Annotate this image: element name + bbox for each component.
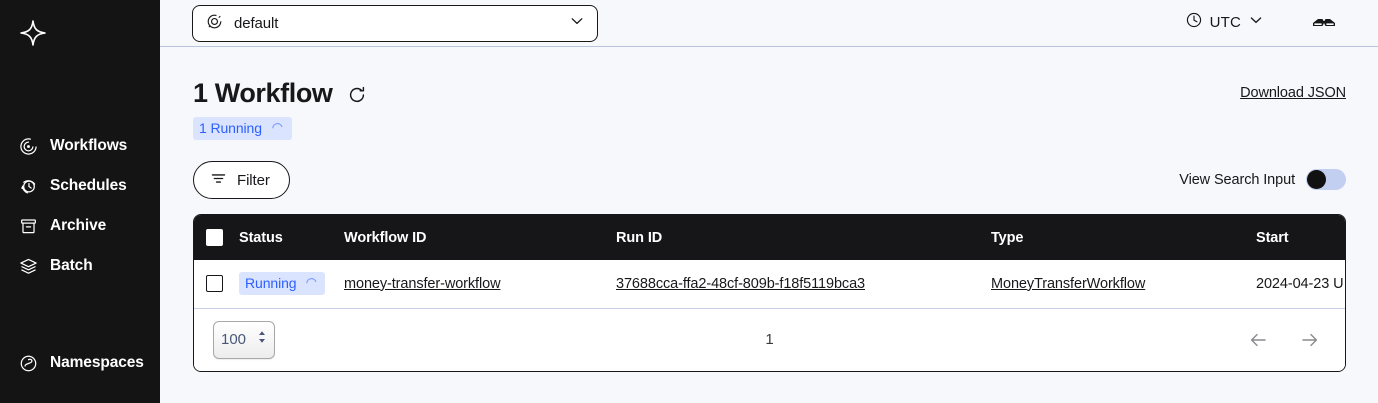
column-header-status[interactable]: Status	[239, 229, 283, 246]
workflows-icon	[18, 136, 38, 156]
sidebar-item-batch[interactable]: Batch	[0, 246, 160, 286]
sidebar-item-namespaces[interactable]: Namespaces	[0, 343, 160, 383]
page-size-value: 100	[221, 331, 247, 348]
namespace-icon	[205, 12, 224, 36]
main-area: default UTC	[160, 0, 1378, 403]
status-badge[interactable]: Running	[239, 272, 326, 296]
schedules-icon	[18, 176, 38, 196]
row-checkbox[interactable]	[206, 275, 223, 293]
select-all-checkbox[interactable]	[206, 229, 223, 246]
chevron-down-icon	[1248, 12, 1264, 33]
sidebar: Workflows Schedules	[0, 0, 160, 403]
filter-button-label: Filter	[237, 171, 270, 189]
column-header-type[interactable]: Type	[991, 229, 1024, 246]
sidebar-item-label: Batch	[50, 257, 93, 274]
pagination-bar: 100 1	[194, 308, 1345, 371]
view-search-input-toggle[interactable]: View Search Input	[1179, 169, 1346, 190]
cell-start: 2024-04-23 U	[1256, 275, 1344, 292]
cell-run-id: 37688cca-ffa2-48cf-809b-f18f5119bca3	[616, 260, 991, 308]
page-title: 1 Workflow	[193, 78, 333, 108]
cell-status: Running	[239, 260, 344, 308]
status-badge-running[interactable]: 1 Running	[193, 117, 292, 140]
running-spinner-icon	[305, 275, 318, 291]
temporal-star-logo-icon[interactable]	[18, 18, 48, 48]
sidebar-item-label: Workflows	[50, 137, 128, 154]
refresh-icon[interactable]	[347, 85, 367, 105]
timezone-value: UTC	[1209, 14, 1241, 31]
row-select-cell	[194, 260, 239, 308]
sidebar-nav-bottom: Namespaces	[0, 343, 160, 383]
timezone-selector[interactable]: UTC	[1185, 11, 1264, 34]
status-filter-row: 1 Running	[193, 117, 1346, 140]
stepper-arrows-icon	[257, 328, 267, 351]
cell-workflow-id: money-transfer-workflow	[344, 260, 616, 308]
run-id-link[interactable]: 37688cca-ffa2-48cf-809b-f18f5119bca3	[616, 275, 865, 292]
cell-type: MoneyTransferWorkflow	[991, 260, 1256, 308]
filter-button[interactable]: Filter	[193, 161, 290, 199]
sidebar-item-label: Schedules	[50, 177, 127, 194]
namespace-select[interactable]: default	[192, 5, 598, 42]
chevron-down-icon	[569, 13, 585, 34]
workflow-type-link[interactable]: MoneyTransferWorkflow	[991, 275, 1146, 292]
glasses-icon[interactable]	[1311, 12, 1337, 34]
running-spinner-icon: 1 Running	[199, 120, 262, 136]
status-badge-label: Running	[245, 275, 297, 292]
toggle-switch[interactable]	[1306, 169, 1346, 190]
top-bar: default UTC	[160, 0, 1378, 47]
sidebar-item-label: Archive	[50, 217, 107, 234]
controls-row: Filter View Search Input	[193, 161, 1346, 199]
toggle-knob	[1307, 170, 1326, 189]
table-row[interactable]: Running money-transfer-workflow	[194, 260, 1345, 308]
title-row: 1 Workflow Download JSON	[193, 47, 1346, 107]
sidebar-item-label: Namespaces	[50, 354, 144, 371]
column-header-run-id[interactable]: Run ID	[616, 229, 663, 246]
sidebar-item-archive[interactable]: Archive	[0, 206, 160, 246]
namespace-value: default	[234, 15, 279, 32]
column-header-workflow-id[interactable]: Workflow ID	[344, 229, 427, 246]
page-number: 1	[765, 331, 774, 348]
clock-icon	[1185, 11, 1203, 34]
sidebar-item-workflows[interactable]: Workflows	[0, 126, 160, 166]
namespaces-icon	[18, 353, 38, 373]
page-size-select[interactable]: 100	[213, 320, 275, 359]
batch-icon	[18, 256, 38, 276]
workflow-id-link[interactable]: money-transfer-workflow	[344, 275, 501, 292]
pagination-arrows	[1247, 329, 1321, 351]
select-all-header	[194, 215, 239, 260]
column-header-start[interactable]: Start	[1256, 229, 1289, 246]
table-header-row: Status Workflow ID Run ID Type Start	[194, 215, 1345, 260]
filter-icon	[210, 170, 227, 191]
arrow-left-icon[interactable]	[1247, 329, 1269, 351]
toggle-label: View Search Input	[1179, 171, 1295, 188]
arrow-right-icon[interactable]	[1299, 329, 1321, 351]
archive-icon	[18, 216, 38, 236]
sidebar-item-schedules[interactable]: Schedules	[0, 166, 160, 206]
workflows-table: Status Workflow ID Run ID Type Start	[193, 214, 1346, 372]
sidebar-nav-main: Workflows Schedules	[0, 126, 160, 286]
running-spinner-glyph	[271, 120, 284, 136]
download-json-link[interactable]: Download JSON	[1240, 85, 1346, 101]
content-area: 1 Workflow Download JSON 1 Running	[160, 47, 1378, 372]
